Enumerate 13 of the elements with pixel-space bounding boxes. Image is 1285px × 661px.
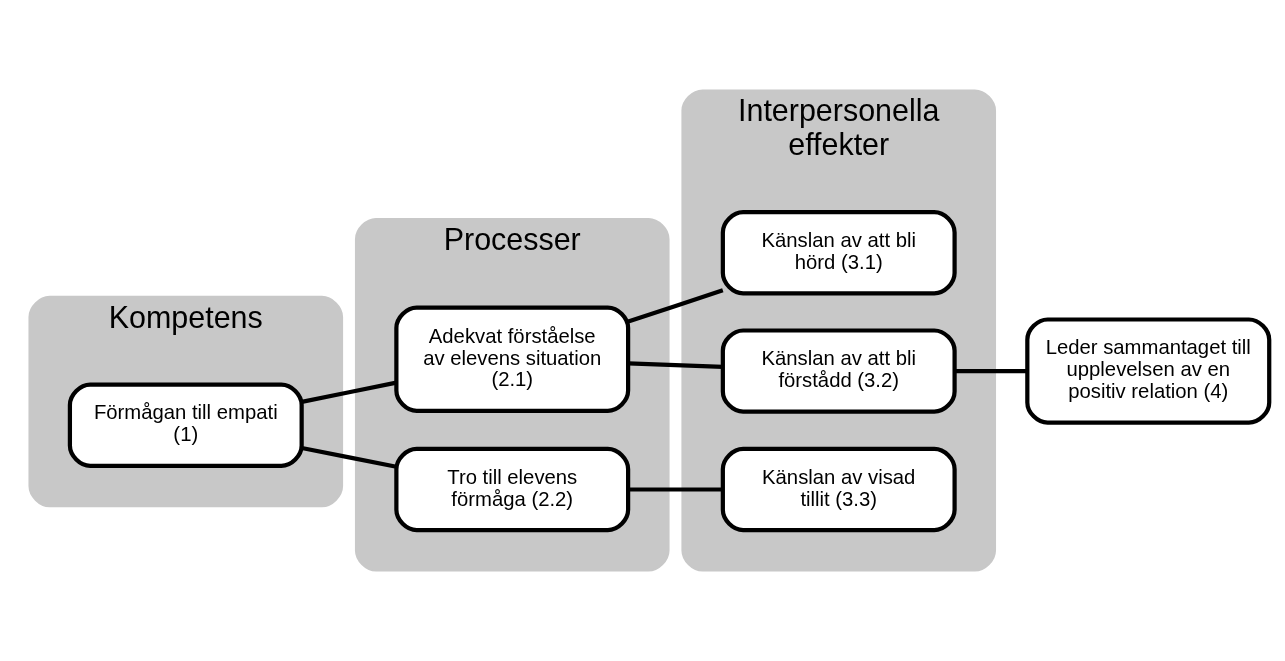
connector [301,445,397,469]
connector [628,361,723,370]
node-box: Adekvat förståelse av elevens situation (2.1) [394,305,631,413]
connector [628,487,723,492]
connector [954,369,1028,374]
node-box: Känslan av att bli hörd (3.1) [720,209,957,296]
node-box: Leder sammantaget till upplevelsen av en positiv relation (4) [1025,317,1272,425]
node-box: Tro till elevens förmåga (2.2) [394,446,631,533]
node-box: Förmågan till empati (1) [67,382,304,468]
connector [627,288,724,324]
node-box: Känslan av visad tillit (3.3) [720,446,957,533]
node-box: Känslan av att bli förstådd (3.2) [720,328,957,414]
connector [301,380,397,404]
